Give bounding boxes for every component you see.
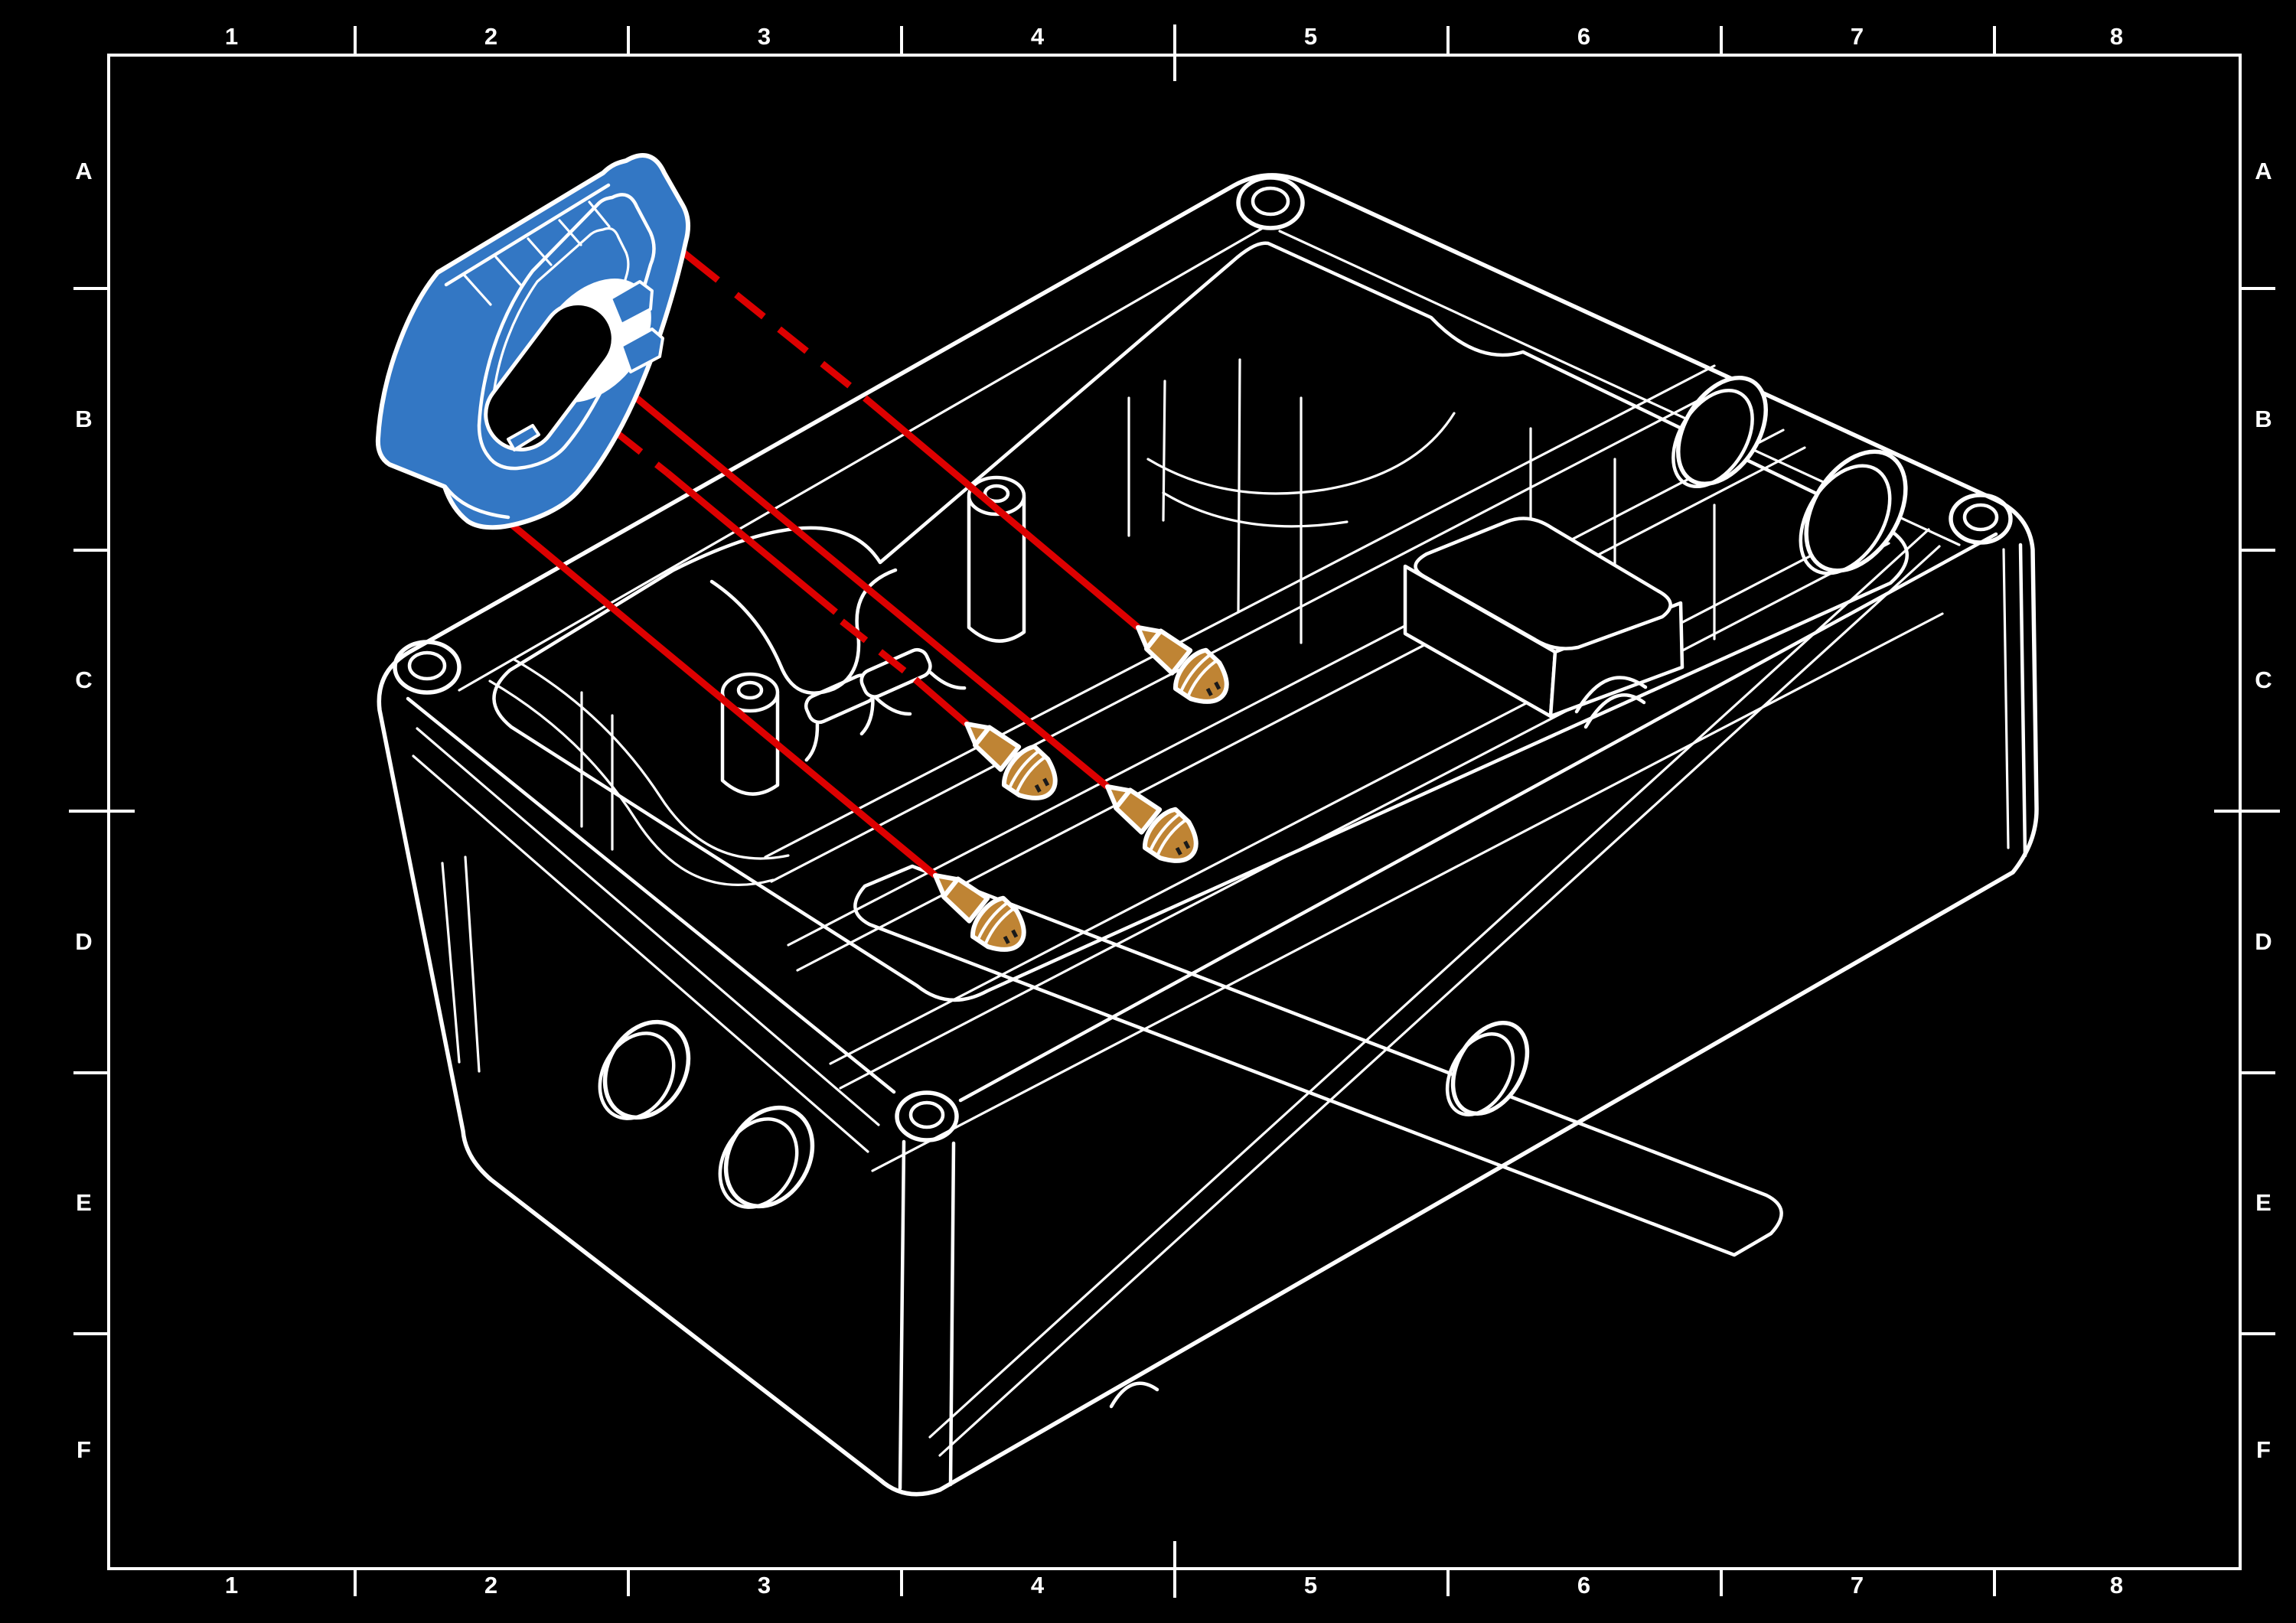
corner-edges <box>441 543 2027 1491</box>
front-wall-holes <box>598 1019 815 1209</box>
gasket-opening <box>484 301 615 452</box>
cavity-ramp-curves <box>488 412 1456 886</box>
zone-label-column-top: 1 <box>224 23 240 50</box>
zone-label-column-top: 3 <box>757 23 772 50</box>
zone-label-column-top: 5 <box>1303 23 1319 50</box>
zone-label-column-top: 7 <box>1850 23 1865 50</box>
zone-label-column-top: 8 <box>2109 23 2125 50</box>
zone-tick-bottom <box>1720 1567 1723 1596</box>
zone-label-column-bottom: 1 <box>224 1572 240 1599</box>
mounting-post-left <box>720 672 780 796</box>
rim-inner-line-left <box>458 227 1264 692</box>
gasket-band-ticks <box>463 200 611 306</box>
zone-label-column-bottom: 8 <box>2109 1572 2125 1599</box>
zone-tick-bottom <box>627 1567 630 1596</box>
zone-tick-right <box>2240 1071 2275 1074</box>
zone-tick-top <box>1720 26 1723 55</box>
zone-label-row-left: A <box>75 158 93 184</box>
gasket-clips <box>507 280 664 451</box>
screw-3[interactable] <box>1092 768 1208 873</box>
rim-corner-holes <box>393 175 2013 1142</box>
zone-tick-top <box>1446 26 1450 55</box>
zone-label-row-right: D <box>2255 928 2273 955</box>
zone-label-row-left: D <box>75 928 93 955</box>
fasteners <box>920 608 1238 962</box>
zone-label-row-right: A <box>2255 158 2273 184</box>
floor-channel <box>853 864 1783 1257</box>
zone-label-column-top: 6 <box>1577 23 1592 50</box>
rim-crease-left <box>406 696 896 1094</box>
assembly-line-4 <box>451 473 938 878</box>
zone-label-row-right: F <box>2256 1436 2272 1463</box>
zone-label-column-bottom: 5 <box>1303 1572 1319 1599</box>
zone-tick-left <box>73 548 109 552</box>
enclosure-base-drawing <box>377 173 2039 1497</box>
cavity-opening-edge <box>492 241 1910 1002</box>
wall-band-lines <box>412 528 1941 1457</box>
zone-tick-right <box>2214 810 2280 813</box>
zone-label-row-right: C <box>2255 666 2273 693</box>
zone-label-row-left: C <box>75 666 93 693</box>
zone-label-row-left: E <box>76 1189 93 1216</box>
zone-tick-left <box>69 810 135 813</box>
assembly-line-3 <box>628 389 1110 790</box>
screw-1[interactable] <box>1123 608 1238 714</box>
zone-label-row-left: B <box>75 406 93 432</box>
zone-label-column-top: 4 <box>1030 23 1045 50</box>
zone-tick-top <box>1993 26 1996 55</box>
zone-label-column-top: 2 <box>484 23 499 50</box>
zone-tick-top <box>627 26 630 55</box>
zone-tick-bottom <box>1993 1567 1996 1596</box>
zone-tick-top <box>1173 24 1176 81</box>
zone-tick-right <box>2240 1332 2275 1335</box>
zone-tick-bottom <box>1173 1541 1176 1598</box>
zone-label-column-bottom: 7 <box>1850 1572 1865 1599</box>
zone-label-row-right: B <box>2255 406 2273 432</box>
right-wall-holes <box>1671 375 1908 575</box>
screw-4[interactable] <box>920 856 1035 962</box>
gasket-part[interactable] <box>375 153 691 530</box>
zone-label-column-bottom: 3 <box>757 1572 772 1599</box>
zone-label-row-right: E <box>2255 1189 2272 1216</box>
floor-hole <box>1445 1020 1530 1116</box>
cavity-floor-edges <box>764 364 1944 1172</box>
assembly-line-1 <box>654 228 1140 631</box>
zone-tick-left <box>73 1332 109 1335</box>
zone-label-column-bottom: 6 <box>1577 1572 1592 1599</box>
foot-tab <box>1109 1381 1159 1409</box>
zone-label-column-bottom: 4 <box>1030 1572 1045 1599</box>
interior-boss <box>1403 517 1684 729</box>
mounting-post-right <box>967 475 1026 643</box>
zone-tick-right <box>2240 287 2275 290</box>
zone-label-column-bottom: 2 <box>484 1572 499 1599</box>
enclosure-outline <box>377 173 2039 1497</box>
rim-crease-right <box>958 532 1998 1103</box>
screw-2[interactable] <box>951 705 1067 810</box>
recess-notch-edge <box>709 568 898 695</box>
zone-tick-top <box>354 26 357 55</box>
zone-tick-left <box>73 287 109 290</box>
zone-label-row-left: F <box>77 1436 92 1463</box>
zone-tick-right <box>2240 548 2275 552</box>
zone-tick-top <box>900 26 903 55</box>
zone-tick-bottom <box>354 1567 357 1596</box>
zone-tick-bottom <box>1446 1567 1450 1596</box>
gasket-inner-ring <box>477 193 656 471</box>
zone-tick-left <box>73 1071 109 1074</box>
zone-tick-bottom <box>900 1567 903 1596</box>
